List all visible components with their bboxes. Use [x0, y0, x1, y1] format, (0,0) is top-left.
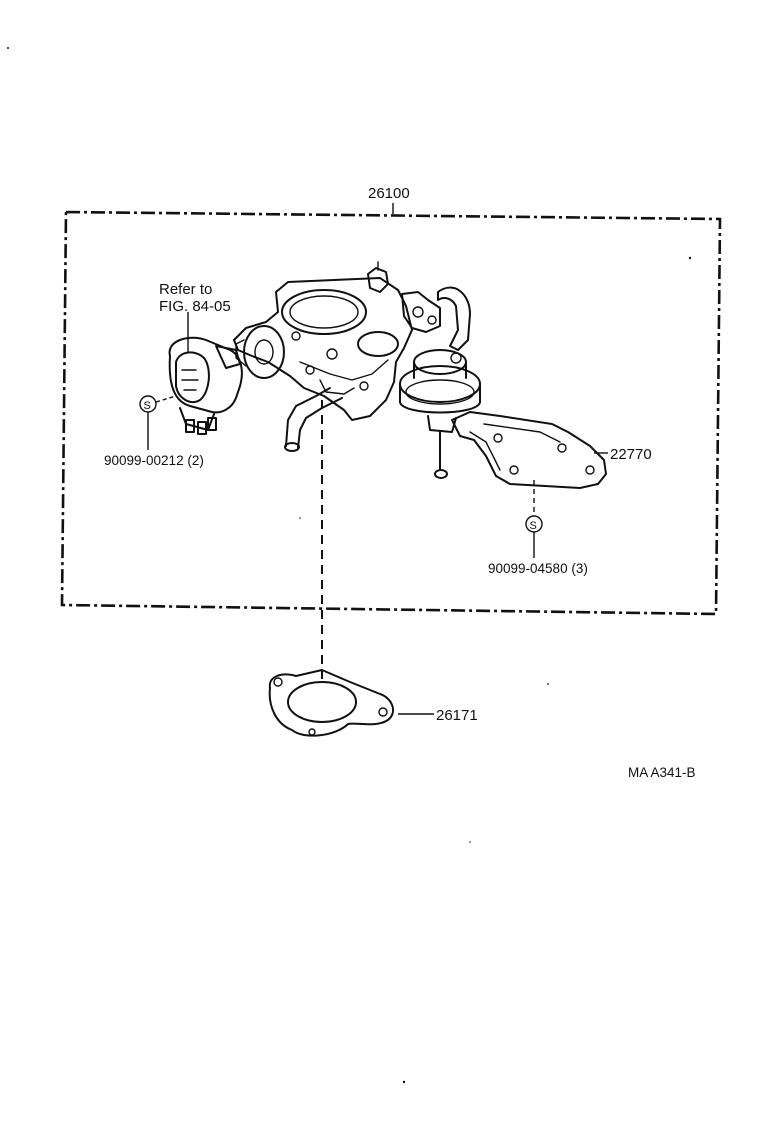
throttle-body[interactable] — [233, 261, 471, 452]
svg-text:S: S — [144, 400, 151, 412]
reference-note-line1: Refer to — [159, 281, 212, 298]
assembly-boundary-frame — [60, 210, 722, 616]
throttle-body-gasket[interactable] — [268, 669, 395, 737]
drawing-code: MA A341-B — [628, 765, 696, 780]
screw-symbol-left[interactable]: S — [139, 395, 157, 413]
svg-text:S: S — [530, 520, 537, 532]
bracket-part-number[interactable]: 22770 — [610, 446, 652, 463]
actuator-bracket[interactable] — [451, 411, 607, 489]
scan-specks — [7, 47, 692, 1084]
throttle-position-sensor[interactable] — [168, 336, 243, 435]
screw-left-dash-leader — [155, 395, 177, 403]
screw-right-part-number[interactable]: 90099-04580 (3) — [488, 561, 588, 576]
gasket-part-number[interactable]: 26171 — [436, 707, 478, 724]
assembly-number-label[interactable]: 26100 — [368, 185, 410, 202]
vacuum-actuator[interactable] — [399, 349, 481, 479]
screw-left-part-number[interactable]: 90099-00212 (2) — [104, 453, 204, 468]
reference-note-line2[interactable]: FIG. 84-05 — [159, 298, 231, 315]
screw-symbol-right[interactable]: S — [525, 515, 543, 533]
